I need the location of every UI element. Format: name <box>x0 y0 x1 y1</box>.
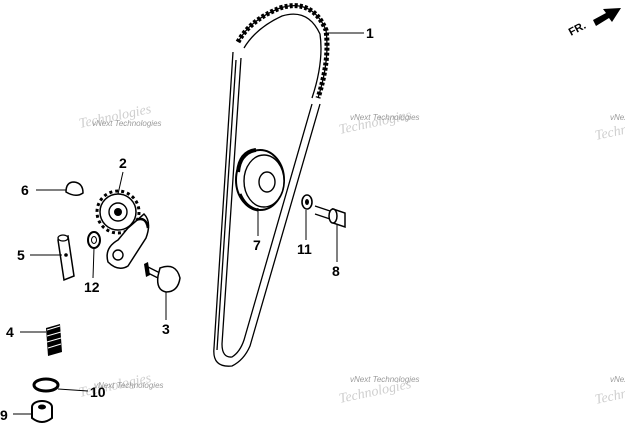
watermark-group: Technologies vNext Technologies Technolo… <box>78 102 625 408</box>
tensioner-sprocket <box>95 189 150 269</box>
callout-6: 6 <box>21 182 29 198</box>
callout-1: 1 <box>366 25 374 41</box>
watermark-small-4: vNext Technologies <box>94 381 164 390</box>
callout-5: 5 <box>17 247 25 263</box>
sealing-washer <box>32 377 60 393</box>
watermark-small-6: vNext Technologies <box>610 375 625 384</box>
washer-small <box>87 231 101 249</box>
leader-lines <box>13 32 364 415</box>
tensioner-spring <box>46 324 62 356</box>
roller-bolt-assembly <box>301 194 346 229</box>
sealing-bolt <box>31 400 53 423</box>
watermark-small-2: vNext Technologies <box>350 113 420 122</box>
callout-2: 2 <box>119 155 127 171</box>
tensioner-pin <box>57 234 75 282</box>
guide-roller <box>235 148 285 212</box>
callout-labels: 1 2 3 4 5 6 7 8 9 10 11 12 <box>0 25 374 423</box>
direction-marker: FR. <box>567 8 621 39</box>
callout-3: 3 <box>162 321 170 337</box>
arrow-icon <box>593 8 621 26</box>
tensioner-bolt <box>144 262 181 293</box>
callout-12: 12 <box>84 279 100 295</box>
watermark-small-1: vNext Technologies <box>92 119 162 128</box>
cap <box>65 181 84 196</box>
callout-10: 10 <box>90 384 106 400</box>
cam-chain <box>213 3 330 367</box>
callout-11: 11 <box>297 241 312 257</box>
callout-8: 8 <box>332 263 340 279</box>
watermark-small-5: vNext Technologies <box>350 375 420 384</box>
watermark-small-3: vNext Technologies <box>610 113 625 122</box>
callout-7: 7 <box>253 237 261 253</box>
callout-4: 4 <box>6 324 14 340</box>
callout-9: 9 <box>0 407 8 423</box>
fr-label: FR. <box>567 20 588 39</box>
